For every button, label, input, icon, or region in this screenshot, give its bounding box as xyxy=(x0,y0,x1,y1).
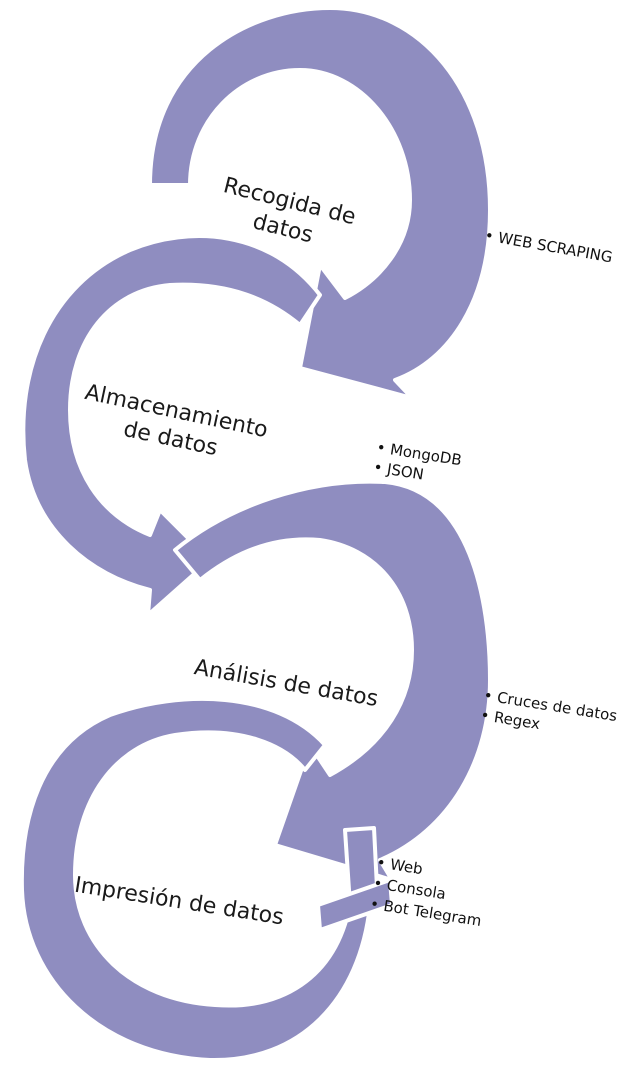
step-2-label: Almacenamiento de datos xyxy=(83,380,270,461)
step-4-label: Impresión de datos xyxy=(73,873,286,931)
step-3-bullets: • Cruces de datos • Regex xyxy=(479,686,618,733)
step-3-arrow xyxy=(173,479,492,882)
step-2-bullet-2: • JSON xyxy=(372,458,425,484)
step-3-arrow-body xyxy=(173,479,492,882)
step-2-arrow-body xyxy=(21,234,322,617)
step-4-arrow xyxy=(19,697,394,1063)
step-1-bullets: • WEB SCRAPING xyxy=(483,226,614,266)
step-1-bullet-1: • WEB SCRAPING xyxy=(483,226,614,266)
step-4-label-line-1: Impresión de datos xyxy=(73,873,286,931)
step-2-bullets: • MongoDB • JSON xyxy=(372,438,463,484)
step-4-arrow-tip xyxy=(316,878,394,932)
step-4-bullets: • Web • Consola • Bot Telegram xyxy=(369,853,483,930)
step-1-arrow-body xyxy=(148,6,492,400)
step-1-arrow xyxy=(148,6,492,400)
step-2-arrow xyxy=(21,234,322,617)
